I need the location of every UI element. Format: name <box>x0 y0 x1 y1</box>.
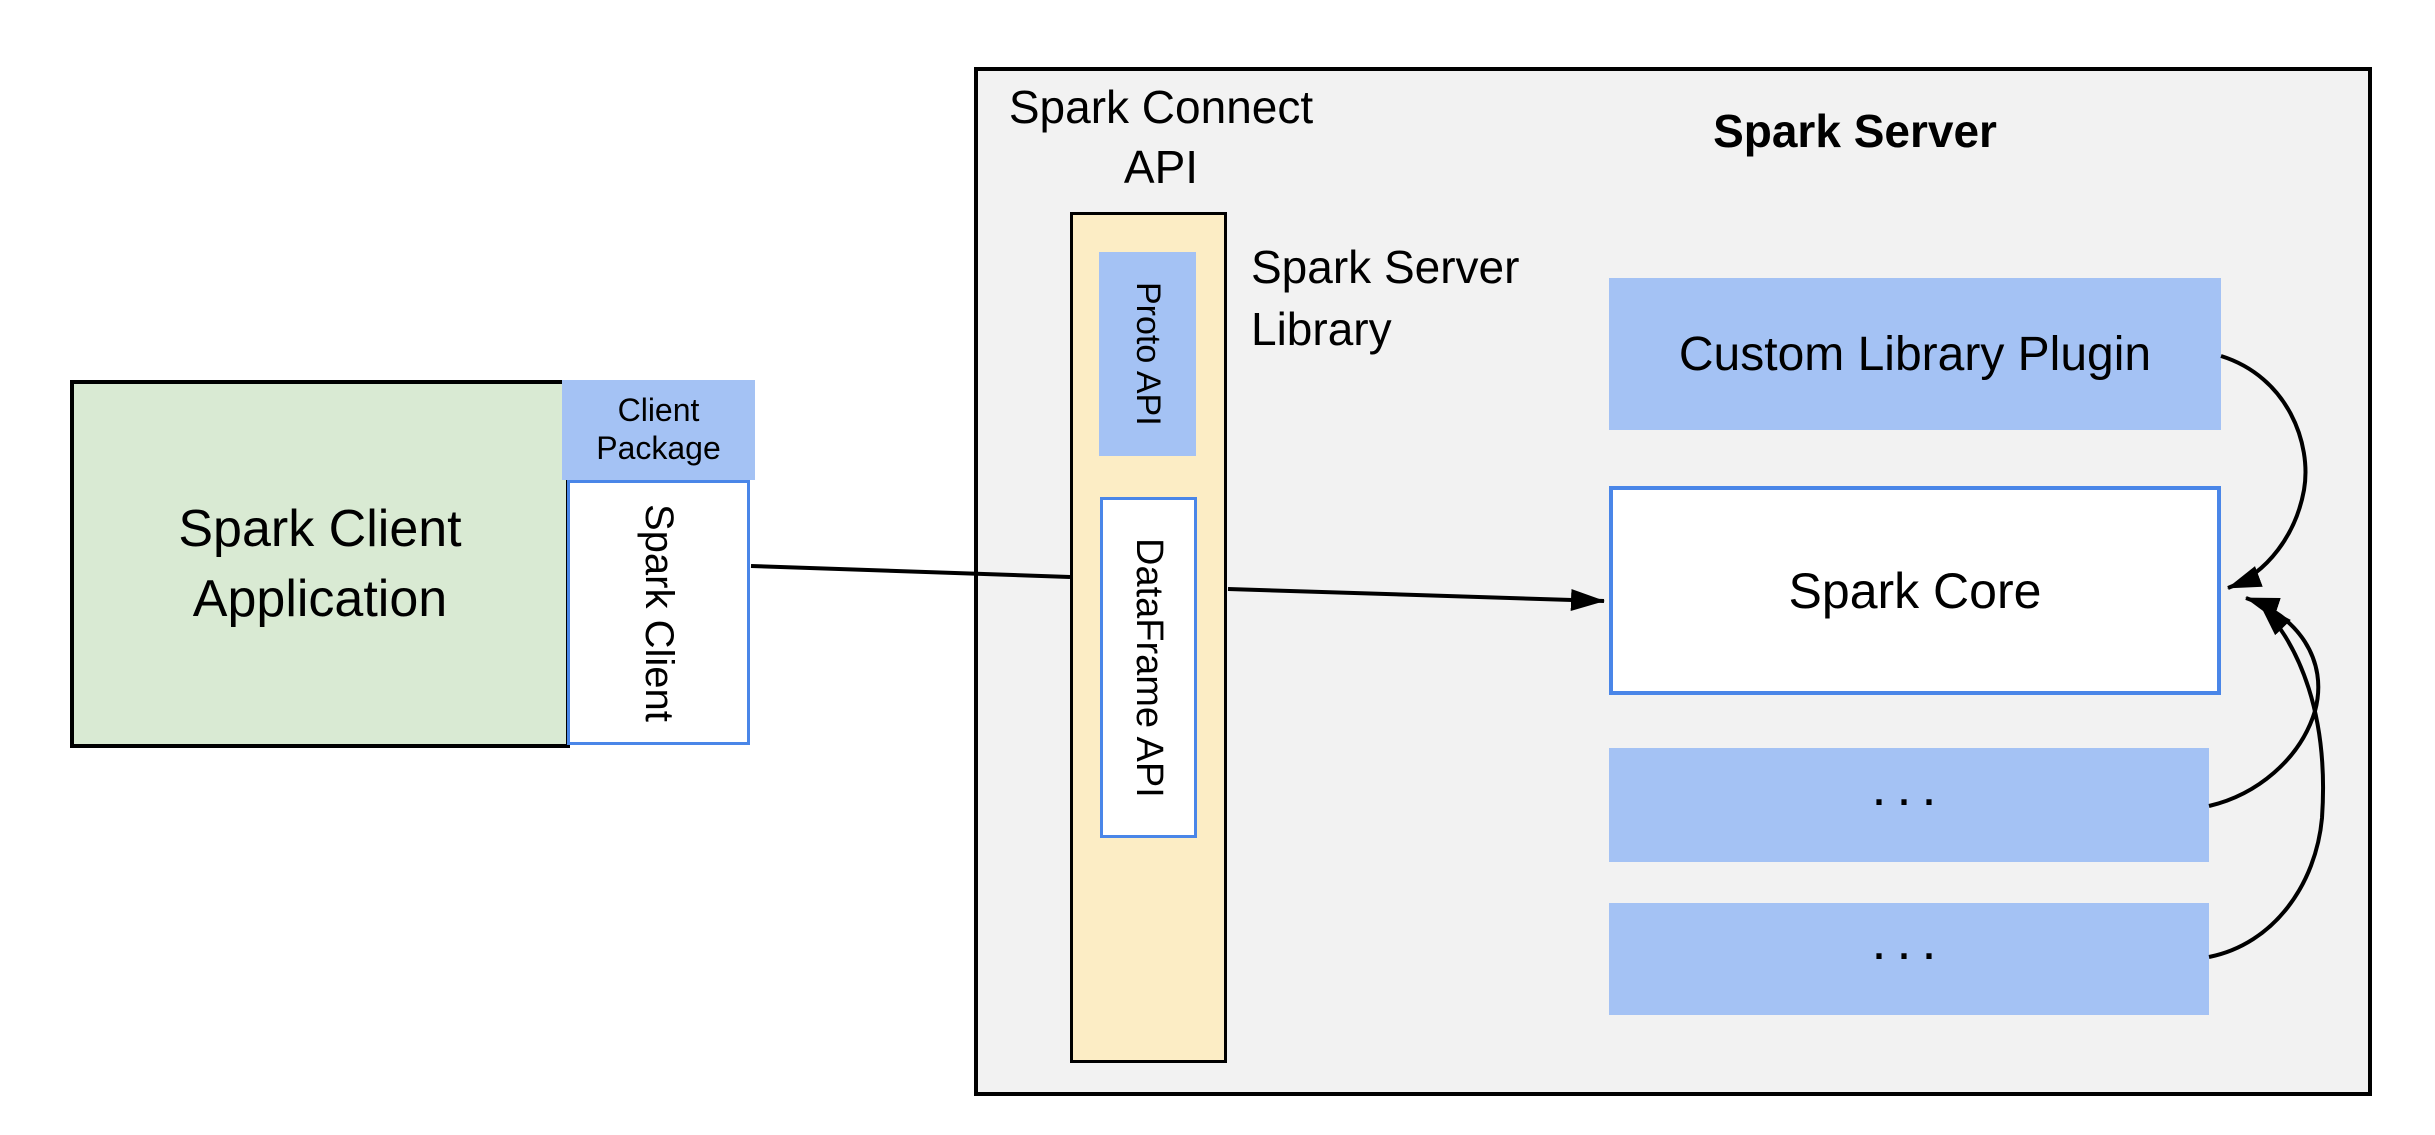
more-components-label-1: ... <box>1871 757 1947 818</box>
client-package-label: Client Package <box>596 392 721 466</box>
spark-client-application-label: Spark Client Application <box>178 499 462 628</box>
more-components-box-2: ... <box>1609 903 2209 1015</box>
spark-core-box: Spark Core <box>1609 486 2221 695</box>
client-package-box: Client Package <box>562 380 755 480</box>
spark-client-application-box: Spark Client Application <box>70 380 570 748</box>
spark-client-label: Spark Client <box>637 503 681 722</box>
more-components-label-2: ... <box>1871 911 1947 972</box>
spark-client-box: Spark Client <box>567 480 750 745</box>
dataframe-api-box: DataFrame API <box>1100 497 1197 838</box>
more-components-box-1: ... <box>1609 748 2209 862</box>
custom-library-plugin-label: Custom Library Plugin <box>1678 327 2152 381</box>
dataframe-api-label: DataFrame API <box>1128 537 1170 798</box>
proto-api-box: Proto API <box>1099 252 1196 456</box>
spark-server-title: Spark Server <box>1713 105 1997 157</box>
spark-core-label: Spark Core <box>1788 562 2042 619</box>
custom-library-plugin-box: Custom Library Plugin <box>1609 278 2221 430</box>
spark-server-library-label: Spark Server Library <box>1251 241 1520 356</box>
spark-connect-api-title: Spark Connect API <box>1008 81 1314 193</box>
proto-api-label: Proto API <box>1129 282 1167 426</box>
